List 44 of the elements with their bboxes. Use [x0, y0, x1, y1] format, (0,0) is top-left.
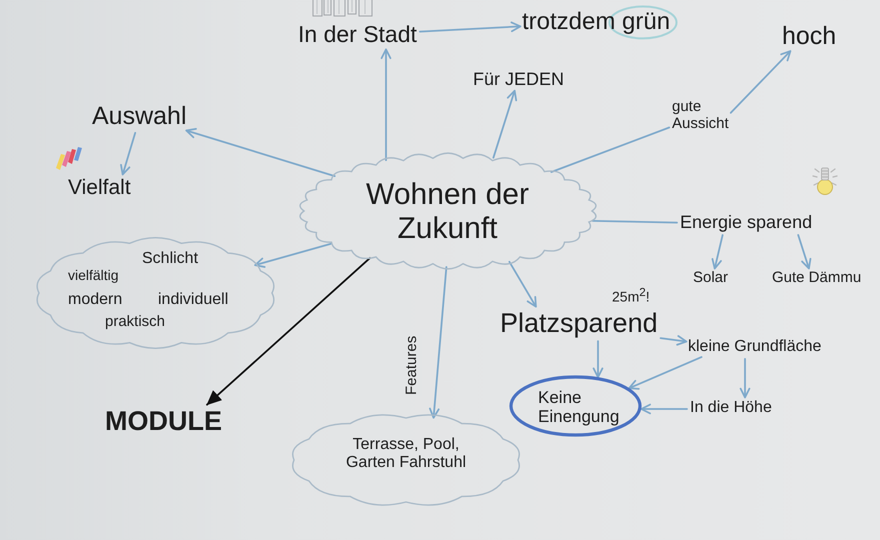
arrow [628, 356, 702, 390]
topic-label: trotzdem grün [522, 9, 670, 36]
arrow [429, 266, 448, 419]
arrow [185, 128, 336, 177]
keyword-text: modern [68, 291, 122, 309]
arrow [640, 404, 688, 414]
keyword-text: Terrasse, Pool, Garten Fahrstuhl [344, 436, 468, 472]
arrow [492, 90, 518, 159]
annotation-text: 25m$^{2}$! [612, 286, 650, 306]
arrow [254, 243, 332, 268]
topic-label: Energie sparend [680, 212, 812, 232]
topic-label: In der Stadt [298, 22, 417, 48]
arrow [508, 260, 537, 308]
connector-line [550, 126, 670, 173]
arrow [206, 257, 371, 406]
arrow [740, 358, 750, 398]
arrow [797, 234, 812, 270]
topic-label: hoch [782, 22, 836, 50]
arrow [380, 48, 392, 162]
topic-label: MODULE [105, 406, 222, 436]
arrow [419, 22, 522, 32]
arrow [730, 50, 792, 114]
topic-label: Vielfalt [68, 176, 131, 200]
arrow [660, 335, 688, 346]
keyword-text: individuell [158, 291, 228, 309]
keyword-text: Schlicht [142, 250, 198, 268]
topic-label: Solar [693, 270, 728, 287]
topic-label: Für JEDEN [473, 69, 564, 90]
topic-label: gute Aussicht [672, 99, 729, 133]
topic-label: Keine Einengung [538, 388, 620, 426]
topic-label: In die Höhe [690, 399, 772, 417]
keyword-text: vielfältig [68, 268, 119, 284]
arrow [592, 340, 604, 378]
central-topic: Wohnen der Zukunft [365, 178, 530, 246]
oval-outline [508, 374, 643, 438]
arrow [120, 132, 136, 176]
topic-label: Auswahl [92, 102, 186, 130]
topic-label: kleine Grundfläche [688, 338, 822, 356]
connector-line [592, 220, 678, 224]
arrow [712, 234, 724, 270]
topic-label: Gute Dämmu [772, 270, 862, 287]
keyword-text: praktisch [105, 314, 166, 331]
topic-label: Platzsparend [500, 308, 658, 338]
cloud-shape [298, 152, 598, 270]
